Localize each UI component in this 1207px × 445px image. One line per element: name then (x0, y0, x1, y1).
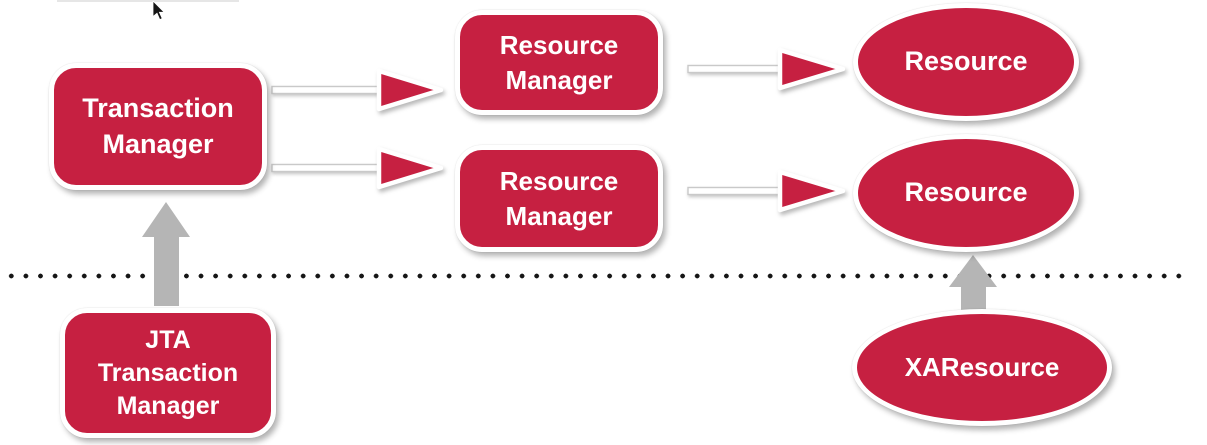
mouse-pointer-arrow-icon (152, 1, 166, 21)
node-jta-transaction-manager-label: JTA Transaction Manager (97, 325, 239, 420)
gray-up-arrow-xa-to-resource (949, 255, 997, 313)
node-resource-top: Resource (853, 3, 1079, 121)
edge-rm1-to-resource1 (687, 47, 846, 91)
edge-rm2-to-resource2 (687, 169, 846, 213)
node-xaresource-label: XAResource (904, 352, 1060, 383)
node-xaresource: XAResource (852, 309, 1112, 426)
node-resource-manager-top: Resource Manager (455, 10, 663, 115)
node-resource-top-label: Resource (904, 46, 1028, 77)
boundary-dotted-line (4, 272, 1190, 280)
edge-tm-to-rm2 (271, 146, 444, 190)
top-edge-artifact-line (57, 0, 239, 2)
node-transaction-manager: Transaction Manager (49, 63, 267, 190)
node-resource-bottom-label: Resource (904, 177, 1028, 208)
node-resource-manager-bottom: Resource Manager (455, 145, 663, 252)
gray-up-arrow-jta-to-tm (142, 202, 190, 306)
node-resource-bottom: Resource (853, 134, 1079, 252)
node-resource-manager-top-label: Resource Manager (499, 30, 619, 95)
node-resource-manager-bottom-label: Resource Manager (499, 166, 619, 231)
node-transaction-manager-label: Transaction Manager (82, 92, 234, 159)
node-jta-transaction-manager: JTA Transaction Manager (60, 308, 276, 438)
edge-tm-to-rm1 (271, 68, 444, 112)
